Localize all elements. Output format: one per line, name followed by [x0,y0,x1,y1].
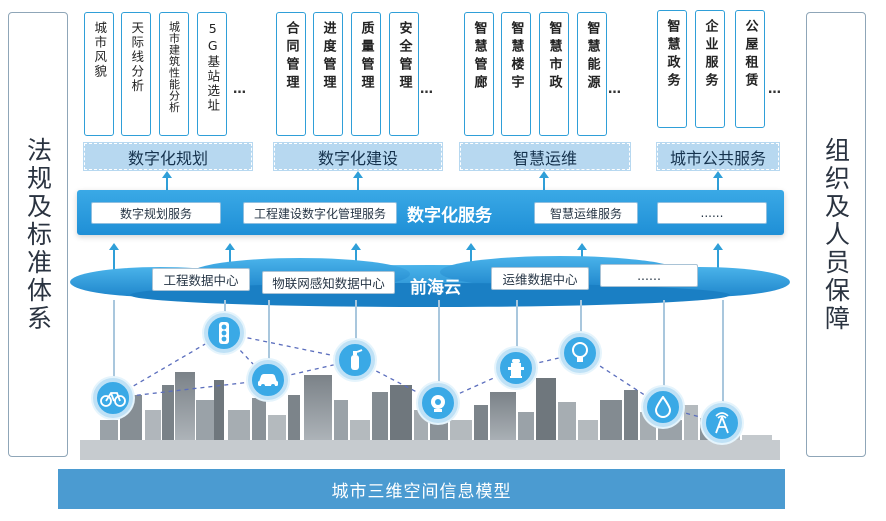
group-digital-planning: 数字化规划 [83,142,253,171]
arrow-up [713,243,723,271]
node-pole [580,300,582,333]
cloud-more: ...... [600,264,698,287]
node-pole [722,300,724,403]
arrow-up [162,171,172,190]
app-smart-pipe-gallery: 智慧管廊 [464,12,494,136]
arrow-up [713,171,723,190]
signal-tower-icon [702,403,742,443]
node-pole [438,300,440,383]
service-smart-operations: 智慧运维服务 [534,202,638,224]
node-pole [268,300,270,360]
group-city-public-service: 城市公共服务 [656,142,780,171]
right-pillar: 组织及人员保障 [806,12,866,457]
node-pole [113,300,115,378]
app-enterprise-service: 企业服务 [695,10,725,128]
app-label: 天际线分析 [129,21,145,94]
hydrant-icon [496,348,536,388]
app-label: 合同管理 [283,21,299,93]
fire-extinguisher-icon [335,340,375,380]
arrow-up [353,171,363,190]
arrow-up [225,243,235,267]
left-pillar-label: 法规及标准体系 [23,136,53,333]
group-digital-construction: 数字化建设 [273,142,443,171]
app-safety-management: 安全管理 [389,12,419,136]
ellipsis-public-service: … [768,82,782,97]
node-pole [224,300,226,314]
app-smart-municipal: 智慧市政 [539,12,569,136]
arrow-up [539,171,549,190]
app-label: 智慧市政 [546,21,562,93]
ellipsis-planning: … [233,82,247,97]
arrow-up [109,243,119,275]
node-pole [663,300,665,387]
cloud-operations-data-center: 运维数据中心 [491,267,589,290]
city-3d-model-bar: 城市三维空间信息模型 [58,469,785,509]
app-label: 公屋租赁 [742,19,758,91]
app-smart-energy: 智慧能源 [577,12,607,136]
app-label: 质量管理 [358,21,374,93]
arrow-up [351,243,361,271]
arrow-up [466,243,476,271]
digital-service-bar: 数字规划服务 工程建设数字化管理服务 数字化服务 智慧运维服务 ...... [77,190,784,235]
service-title: 数字化服务 [407,206,492,226]
app-5g-site-selection: 5G基站选址 [197,12,227,136]
right-pillar-label: 组织及人员保障 [821,136,851,333]
app-smart-building: 智慧楼宇 [501,12,531,136]
app-skyline-analysis: 天际线分析 [121,12,151,136]
water-drop-icon [643,387,683,427]
left-pillar: 法规及标准体系 [8,12,68,457]
app-contract-management: 合同管理 [276,12,306,136]
node-pole [355,300,357,340]
service-planning: 数字规划服务 [91,202,221,224]
app-label: 城市风貌 [92,21,108,79]
bicycle-icon [93,378,133,418]
lightbulb-icon [560,333,600,373]
car-icon [248,360,288,400]
traffic-light-icon [204,313,244,353]
app-label: 安全管理 [396,21,412,93]
app-label: 智慧管廊 [471,21,487,93]
cloud-engineering-data-center: 工程数据中心 [152,268,250,291]
app-label: 智慧政务 [664,19,680,91]
group-smart-operations: 智慧运维 [459,142,631,171]
service-construction-management: 工程建设数字化管理服务 [243,202,397,224]
camera-icon [418,383,458,423]
app-progress-management: 进度管理 [313,12,343,136]
app-city-appearance: 城市风貌 [84,12,114,136]
app-label: 智慧能源 [584,21,600,93]
app-label: 智慧楼宇 [508,21,524,93]
app-label: 企业服务 [702,19,718,91]
cloud-iot-sensing-data-center: 物联网感知数据中心 [262,271,395,294]
app-public-housing-rental: 公屋租赁 [735,10,765,128]
node-pole [516,300,518,348]
app-quality-management: 质量管理 [351,12,381,136]
ellipsis-operations: … [608,82,622,97]
city-3d-model-label: 城市三维空间信息模型 [331,481,512,502]
ellipsis-construction: … [420,82,434,97]
app-label: 进度管理 [320,21,336,93]
app-smart-government: 智慧政务 [657,10,687,128]
cloud-title: 前海云 [410,278,461,298]
app-label: 5G基站选址 [205,21,221,113]
app-label: 城市建筑性能分析 [167,21,181,113]
app-building-performance: 城市建筑性能分析 [159,12,189,136]
service-more: ...... [657,202,767,224]
